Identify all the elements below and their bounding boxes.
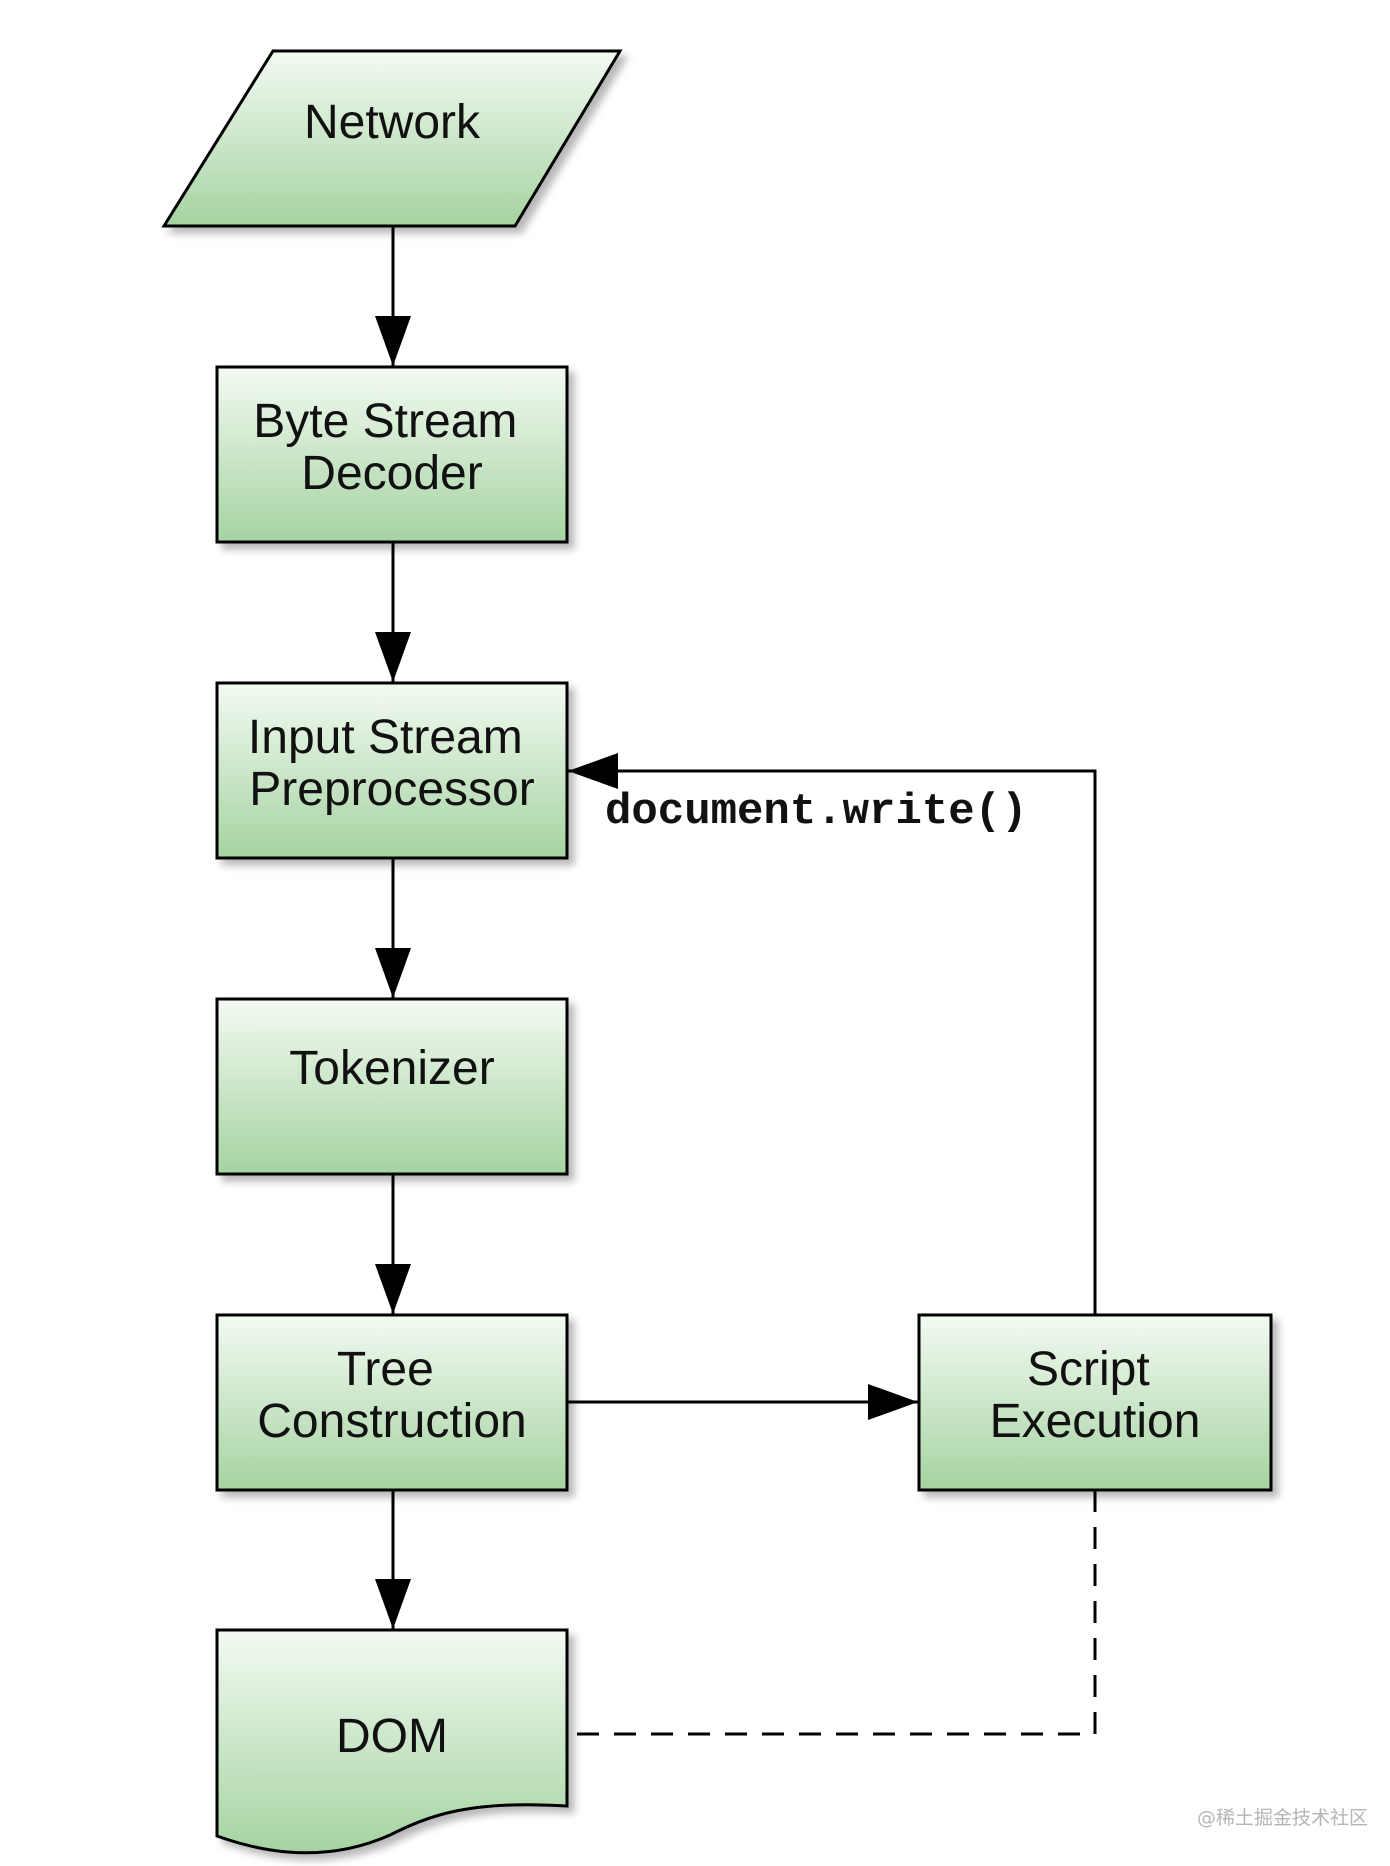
preprocessor-label-line1: Input Stream — [248, 711, 523, 764]
tokenizer-box — [215, 997, 569, 1176]
network-parallelogram — [161, 49, 623, 228]
dom-document-shape — [215, 1628, 569, 1855]
node-tree-construction: Tree Construction — [215, 1313, 569, 1492]
document-write-label: document.write() — [605, 787, 1027, 837]
network-label: Network — [304, 96, 481, 149]
svg-text:Tree Construction: Tree Construction — [257, 1343, 526, 1448]
node-tokenizer: Tokenizer — [215, 997, 569, 1176]
tree-construction-label-line1: Tree — [337, 1343, 434, 1396]
svg-text:Byte Stream Decoder: Byte Stream Decoder — [253, 395, 530, 500]
connectors — [375, 226, 1097, 1736]
tokenizer-label: Tokenizer — [289, 1042, 494, 1095]
node-script-execution: Script Execution — [917, 1313, 1273, 1492]
decoder-label-line1: Byte Stream — [253, 395, 517, 448]
svg-text:Tokenizer: Tokenizer — [289, 1042, 494, 1095]
node-network: Network — [161, 49, 623, 228]
svg-text:DOM: DOM — [336, 1710, 448, 1763]
tree-construction-label-line2: Construction — [257, 1395, 526, 1448]
script-execution-label-line2: Execution — [990, 1395, 1201, 1448]
dom-label: DOM — [336, 1710, 448, 1763]
svg-text:Input Stream Preprocesso: Input Stream Preprocessor — [248, 711, 536, 816]
svg-text:Script Execution: Script Execution — [990, 1343, 1201, 1448]
node-dom: DOM — [215, 1628, 569, 1855]
node-input-stream-preprocessor: Input Stream Preprocessor — [215, 681, 569, 860]
dashed-script-to-dom — [569, 1490, 1097, 1736]
script-execution-box — [917, 1313, 1273, 1492]
preprocessor-box — [215, 681, 569, 860]
preprocessor-label-line2: Preprocessor — [249, 763, 534, 816]
svg-text:Network: Network — [304, 96, 481, 149]
node-byte-stream-decoder: Byte Stream Decoder — [215, 365, 569, 544]
arrow-script-to-preprocessor — [568, 753, 1097, 1314]
tree-construction-box — [215, 1313, 569, 1492]
script-execution-label-line1: Script — [1027, 1343, 1150, 1396]
decoder-box — [215, 365, 569, 544]
watermark: @稀土掘金技术社区 — [1196, 1807, 1368, 1829]
decoder-label-line2: Decoder — [301, 447, 482, 500]
svg-text:document.write(): document.write() — [605, 787, 1027, 837]
